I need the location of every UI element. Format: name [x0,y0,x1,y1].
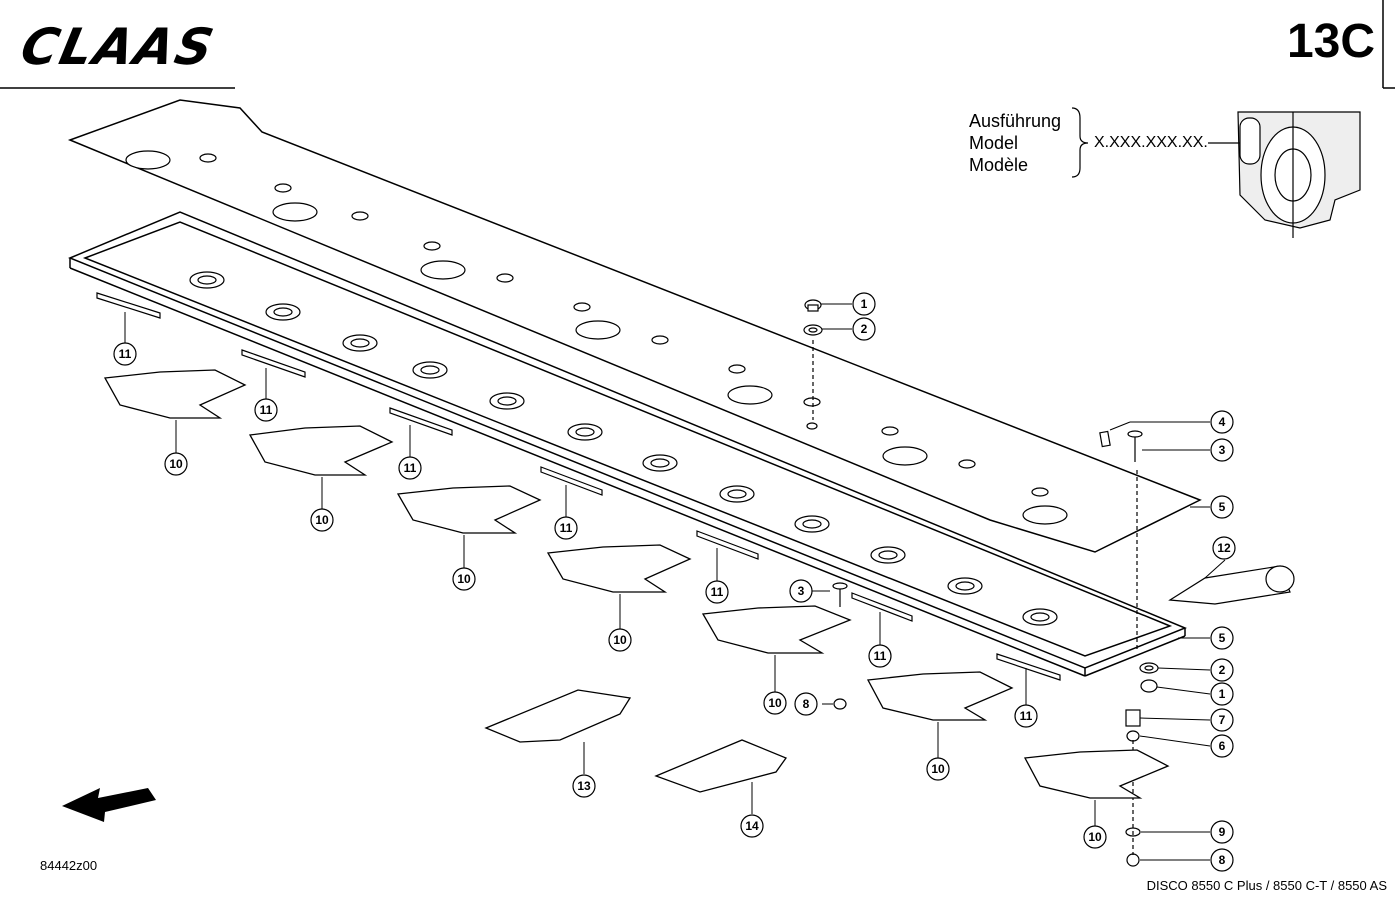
knife-holders [103,369,1170,799]
callout-10-e: 10 [768,696,782,710]
callout-11-a: 11 [119,347,132,361]
direction-arrow-icon [62,788,156,822]
callout-3-right: 3 [1219,443,1226,457]
callout-1-top: 1 [861,297,868,311]
callout-4: 4 [1219,415,1226,429]
version-label-de: Ausführung [969,111,1062,131]
callout-3-mid: 3 [798,584,805,598]
callout-2-low: 2 [1219,663,1226,677]
callout-1-low: 1 [1219,687,1226,701]
hardware-parts [803,299,1159,867]
callout-10-f: 10 [931,762,945,776]
cutterbar-housing [68,211,1187,677]
top-cover-plate [67,99,1202,553]
brand-logo: CLAAS [15,18,221,76]
version-code: X.XXX.XXX.XX. [1094,134,1208,151]
header-frame [0,0,1395,89]
callout-11-b: 11 [260,403,273,417]
version-label-en: Model [969,133,1019,153]
callout-10-a: 10 [169,457,183,471]
callout-10-g: 10 [1088,830,1102,844]
callout-8-mid: 8 [803,697,810,711]
figure-id: 84442z00 [40,858,98,873]
bearing-rings [189,271,1058,626]
leader-lines [124,303,1226,861]
callout-11-g: 11 [1020,709,1033,723]
shields [484,689,788,793]
callout-14: 14 [745,819,759,833]
grease-cartridge [1168,565,1295,605]
callout-10-b: 10 [315,513,329,527]
version-brace [1071,107,1089,178]
callout-11-e: 11 [711,585,724,599]
callout-8-low: 8 [1219,853,1226,867]
callout-7: 7 [1219,713,1226,727]
callout-10-c: 10 [457,572,471,586]
callout-9: 9 [1219,825,1226,839]
page-number: 13C [1286,15,1375,68]
callout-6: 6 [1219,739,1226,753]
callout-5-low: 5 [1219,631,1226,645]
callout-11-f: 11 [874,649,887,663]
callout-10-d: 10 [613,633,627,647]
callout-11-d: 11 [560,521,573,535]
model-line: DISCO 8550 C Plus / 8550 C-T / 8550 AS [1146,878,1387,893]
callout-5-top: 5 [1219,500,1226,514]
callout-13: 13 [577,779,591,793]
version-label-fr: Modèle [969,155,1029,175]
callout-11-c: 11 [404,461,417,475]
callout-12: 12 [1217,541,1231,555]
version-plate-icon [1208,111,1361,238]
callout-circles [113,292,1236,872]
top-plate-holes [125,150,1068,525]
mounting-strips [96,292,1061,681]
callout-2-top: 2 [861,322,868,336]
